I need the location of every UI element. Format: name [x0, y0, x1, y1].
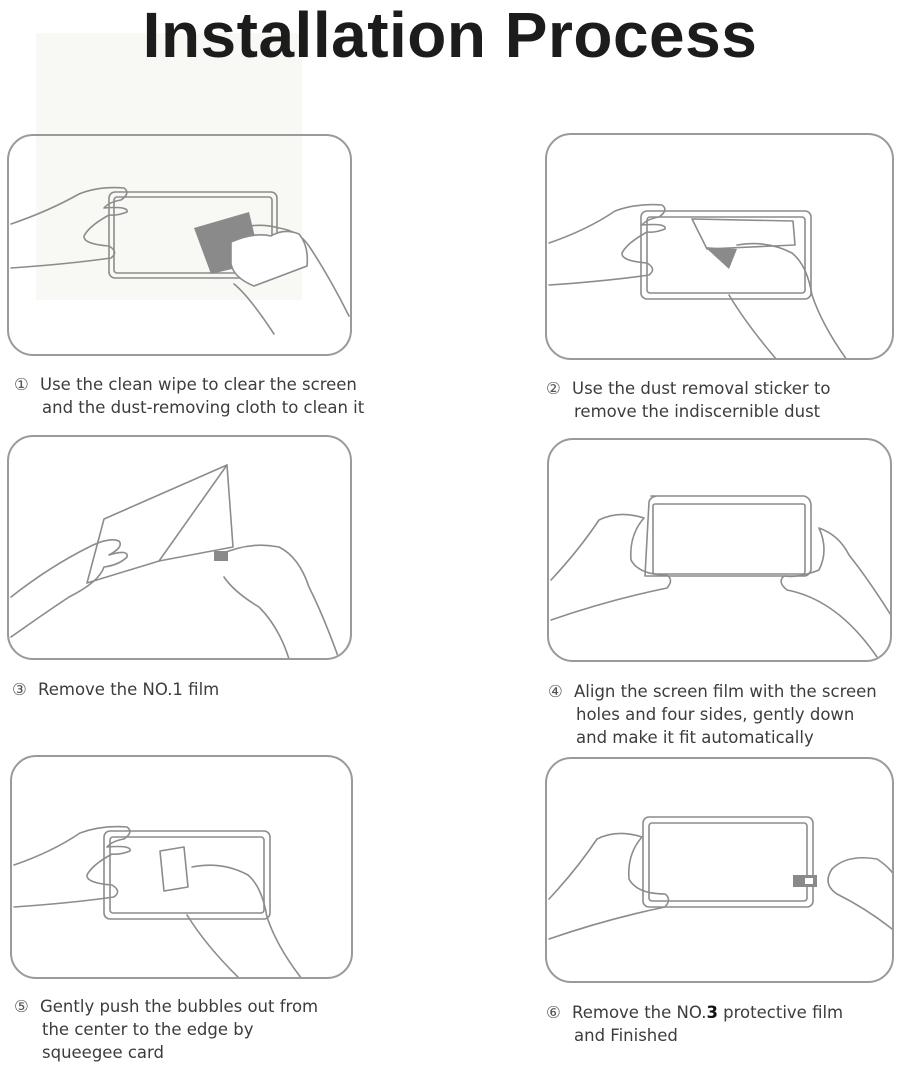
step-1-illustration [7, 134, 352, 356]
peel-film-drawing [10, 464, 340, 658]
step-6-illustration [545, 757, 894, 983]
dust-sticker-drawing [548, 203, 847, 358]
step-number-4: ④ [548, 682, 563, 701]
squeegee-drawing [13, 825, 302, 977]
step-number-1: ① [14, 375, 29, 394]
step-5-illustration [10, 755, 353, 979]
film-number-bold: 3 [706, 1003, 718, 1022]
page-title: Installation Process [142, 0, 758, 71]
step-number-5: ⑤ [14, 997, 29, 1016]
step-4-illustration [547, 438, 892, 662]
remove-protective-film-drawing [548, 816, 892, 940]
step-number-6: ⑥ [546, 1003, 561, 1022]
step-3-illustration [7, 435, 352, 660]
step-number-2: ② [546, 379, 561, 398]
step-number-3: ③ [12, 680, 27, 699]
align-film-drawing [550, 495, 890, 660]
step-2-illustration [545, 133, 894, 360]
wipe-tablet-drawing [10, 186, 350, 335]
